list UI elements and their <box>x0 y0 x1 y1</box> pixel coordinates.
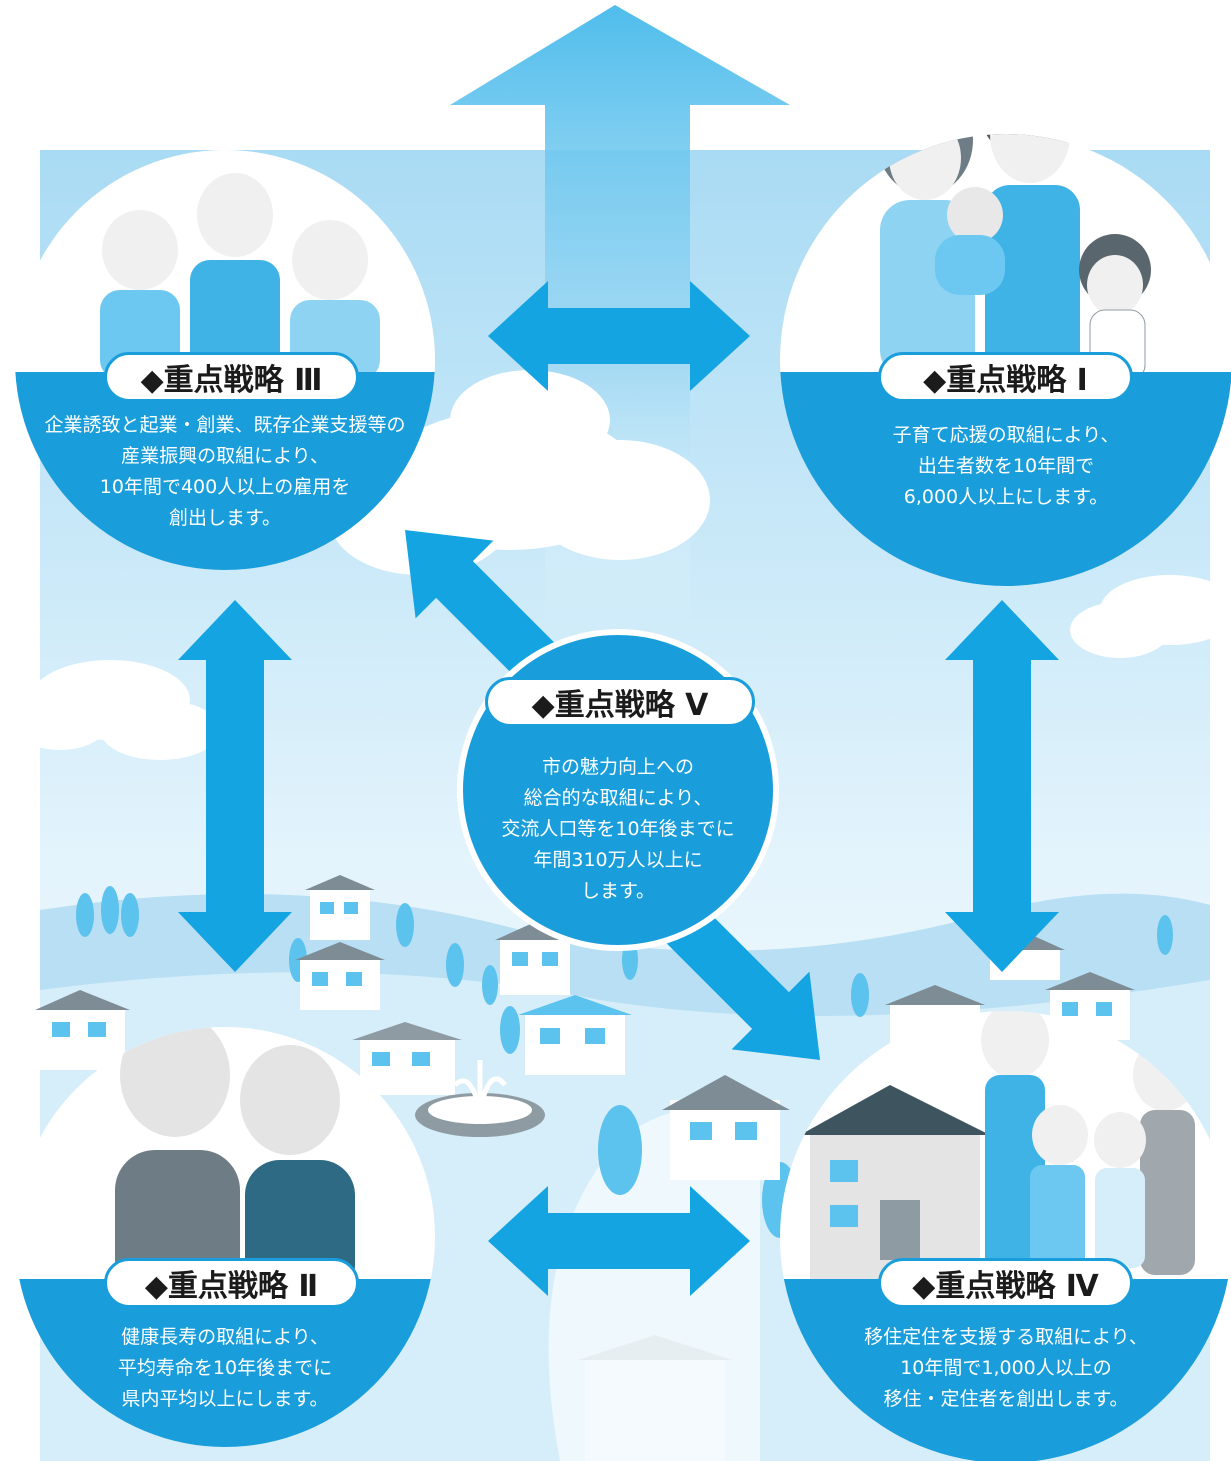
strategy-3-line: 創出します。 <box>168 507 282 529</box>
strategy-4-line: 移住・定住者を創出します。 <box>883 1388 1129 1410</box>
strategy-1-description: 子育て応援の取組により、 出生者数を10年間で 6,000人以上にします。 <box>820 420 1192 513</box>
strategy-2-description: 健康長寿の取組により、 平均寿命を10年後までに 県内平均以上にします。 <box>50 1322 400 1415</box>
strategy-4-line: 10年間で1,000人以上の <box>900 1357 1112 1379</box>
strategy-4-description: 移住定住を支援する取組により、 10年間で1,000人以上の 移住・定住者を創出… <box>820 1322 1192 1415</box>
house-faded <box>578 1335 732 1461</box>
house <box>35 990 130 1070</box>
strategy-4-line: 移住定住を支援する取組により、 <box>864 1326 1148 1348</box>
strategy-2-line: 県内平均以上にします。 <box>121 1388 329 1410</box>
arrow-bottom-horizontal <box>488 1186 750 1296</box>
house <box>352 1022 462 1095</box>
house <box>518 995 632 1075</box>
arrow-left-vertical <box>178 600 292 972</box>
strategy-5-title: ◆重点戦略 Ⅴ <box>485 677 755 727</box>
houses <box>35 875 1135 1461</box>
arrow-top-horizontal <box>488 281 750 391</box>
strategy-5-line: 交流人口等を10年後までに <box>501 818 735 840</box>
strategy-3-title: ◆重点戦略 Ⅲ <box>104 352 359 402</box>
strategy-5-line: 市の魅力向上への <box>541 756 694 778</box>
strategy-1-line: 出生者数を10年間で <box>917 455 1095 477</box>
strategy-3-line: 産業振興の取組により、 <box>121 445 329 467</box>
strategy-3-line: 10年間で400人以上の雇用を <box>99 476 351 498</box>
arrow-right-vertical <box>945 600 1059 972</box>
house <box>295 942 385 1010</box>
house <box>305 875 375 940</box>
strategy-5-line: 年間310万人以上に <box>533 849 703 871</box>
strategy-3-line: 企業誘致と起業・創業、既存企業支援等の <box>44 414 406 436</box>
strategy-2-line: 平均寿命を10年後までに <box>117 1357 333 1379</box>
fountain <box>415 1060 545 1137</box>
house-family-illustration <box>800 1011 1197 1280</box>
strategy-1-line: 6,000人以上にします。 <box>903 486 1109 508</box>
strategy-5-description: 市の魅力向上への 総合的な取組により、 交流人口等を10年後までに 年間310万… <box>470 752 766 907</box>
cloud-left <box>10 660 220 760</box>
strategy-3-description: 企業誘致と起業・創業、既存企業支援等の 産業振興の取組により、 10年間で400… <box>40 410 410 534</box>
cloud-right <box>1070 575 1231 658</box>
strategy-5-line: します。 <box>580 880 656 902</box>
strategy-1-title: ◆重点戦略 Ⅰ <box>878 352 1133 402</box>
house <box>662 1075 790 1180</box>
strategy-5-line: 総合的な取組により、 <box>523 787 713 809</box>
strategy-4-title: ◆重点戦略 Ⅳ <box>878 1258 1133 1308</box>
strategy-1-line: 子育て応援の取組により、 <box>892 424 1120 446</box>
strategy-2-title: ◆重点戦略 Ⅱ <box>104 1258 359 1308</box>
strategy-2-line: 健康長寿の取組により、 <box>121 1326 329 1348</box>
